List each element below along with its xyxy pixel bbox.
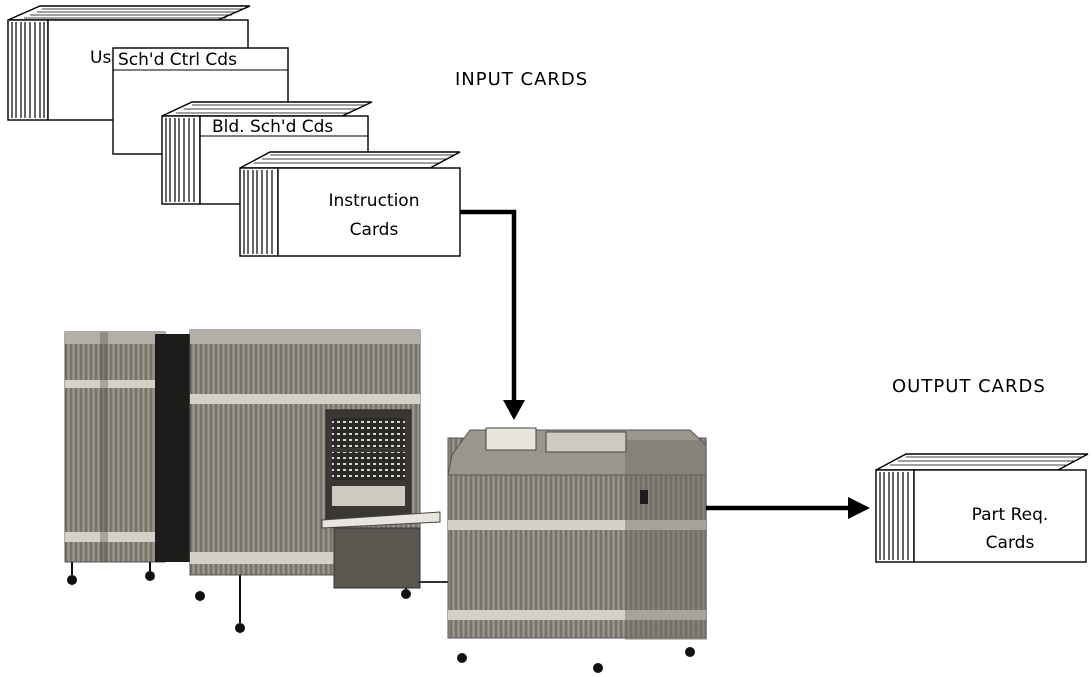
output-cards-header: OUTPUT CARDS [892,376,1046,397]
output-flow-arrowhead [848,497,870,519]
output-deck-part-req-cards: Part Req. Cards [876,454,1088,562]
output-deck-label-line2: Cards [986,533,1035,553]
computer-system-illustration [65,330,707,673]
deck-label-bld-schd-cards: Bld. Sch'd Cds [212,117,333,137]
output-deck-label-line1: Part Req. [972,505,1049,525]
deck-label-schd-ctrl-cards: Sch'd Ctrl Cds [118,50,237,70]
input-deck-instruction-cards: Instruction Cards [240,152,460,256]
deck-label-instruction-line2: Cards [350,220,399,240]
input-cards-header: INPUT CARDS [455,69,588,90]
deck-label-instruction-line1: Instruction [329,191,420,211]
input-flow-arrow [460,212,514,410]
input-flow-arrowhead [503,400,525,420]
